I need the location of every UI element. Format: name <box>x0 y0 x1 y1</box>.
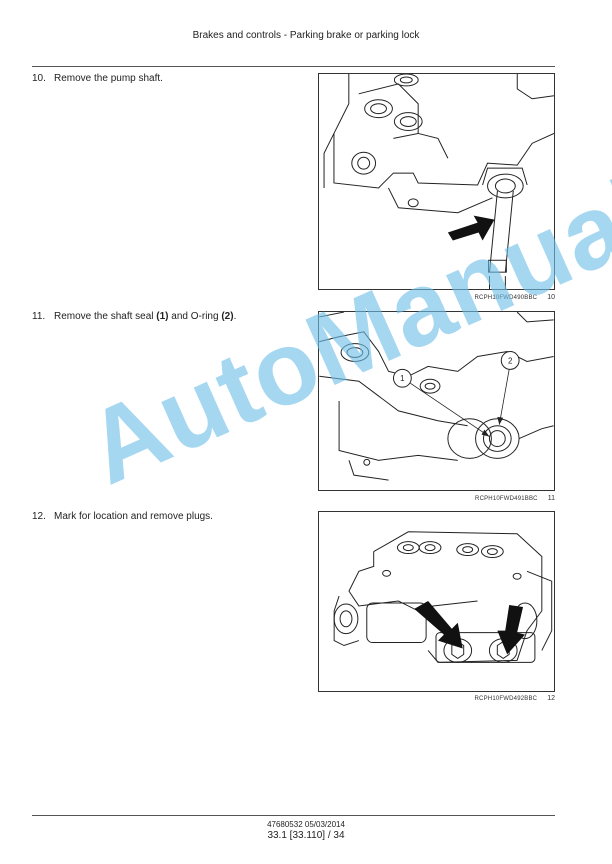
step-number: 12. <box>32 511 46 522</box>
step-number: 10. <box>32 73 46 84</box>
figure-10-caption: RCPH10FWD490BBC 10 <box>318 294 555 301</box>
page-header-title: Brakes and controls - Parking brake or p… <box>192 30 420 41</box>
step-text: and O-ring <box>168 311 222 322</box>
figure-11-shaft-seal: 1 2 <box>318 311 555 491</box>
figure-code: RCPH10FWD492BBC <box>474 696 538 702</box>
step-text: . <box>233 311 237 322</box>
figure-number: 11 <box>547 495 555 502</box>
step-text: Remove the shaft seal <box>54 311 157 322</box>
figure-10-pump-shaft <box>318 73 555 290</box>
footer-document-id: 47680532 05/03/2014 <box>267 820 345 829</box>
callout-label: 2 <box>508 356 512 365</box>
plugs-illustration <box>333 531 553 663</box>
footer-page-number: 33.1 [33.110] / 34 <box>267 830 345 841</box>
figure-12-caption: RCPH10FWD492BBC 12 <box>318 695 555 702</box>
figure-number: 12 <box>547 695 555 702</box>
step-text: Remove the pump shaft. <box>54 73 163 84</box>
callout-1: 1 <box>392 368 490 437</box>
shaft-seal-illustration: 1 2 <box>319 312 554 481</box>
callout-2: 2 <box>497 351 520 425</box>
step-10: 10. Remove the pump shaft. <box>32 73 163 84</box>
figure-code: RCPH10FWD491BBC <box>475 496 538 502</box>
reference-1: (1) <box>156 311 169 322</box>
pump-shaft-illustration <box>323 74 554 289</box>
step-text: Mark for location and remove plugs. <box>54 511 213 522</box>
step-11: 11.Remove the shaft seal (1) and O-ring … <box>32 311 236 322</box>
footer-divider <box>32 815 555 816</box>
reference-2: (2) <box>221 311 234 322</box>
step-12: 12. Mark for location and remove plugs. <box>32 511 213 522</box>
header-divider <box>32 66 555 67</box>
figure-11-caption: RCPH10FWD491BBC 11 <box>318 495 555 502</box>
step-number: 11. <box>32 311 46 322</box>
figure-12-plugs <box>318 511 555 692</box>
figure-code: RCPH10FWD490BBC <box>474 295 538 301</box>
callout-label: 1 <box>400 374 405 383</box>
figure-number: 10 <box>547 294 555 301</box>
